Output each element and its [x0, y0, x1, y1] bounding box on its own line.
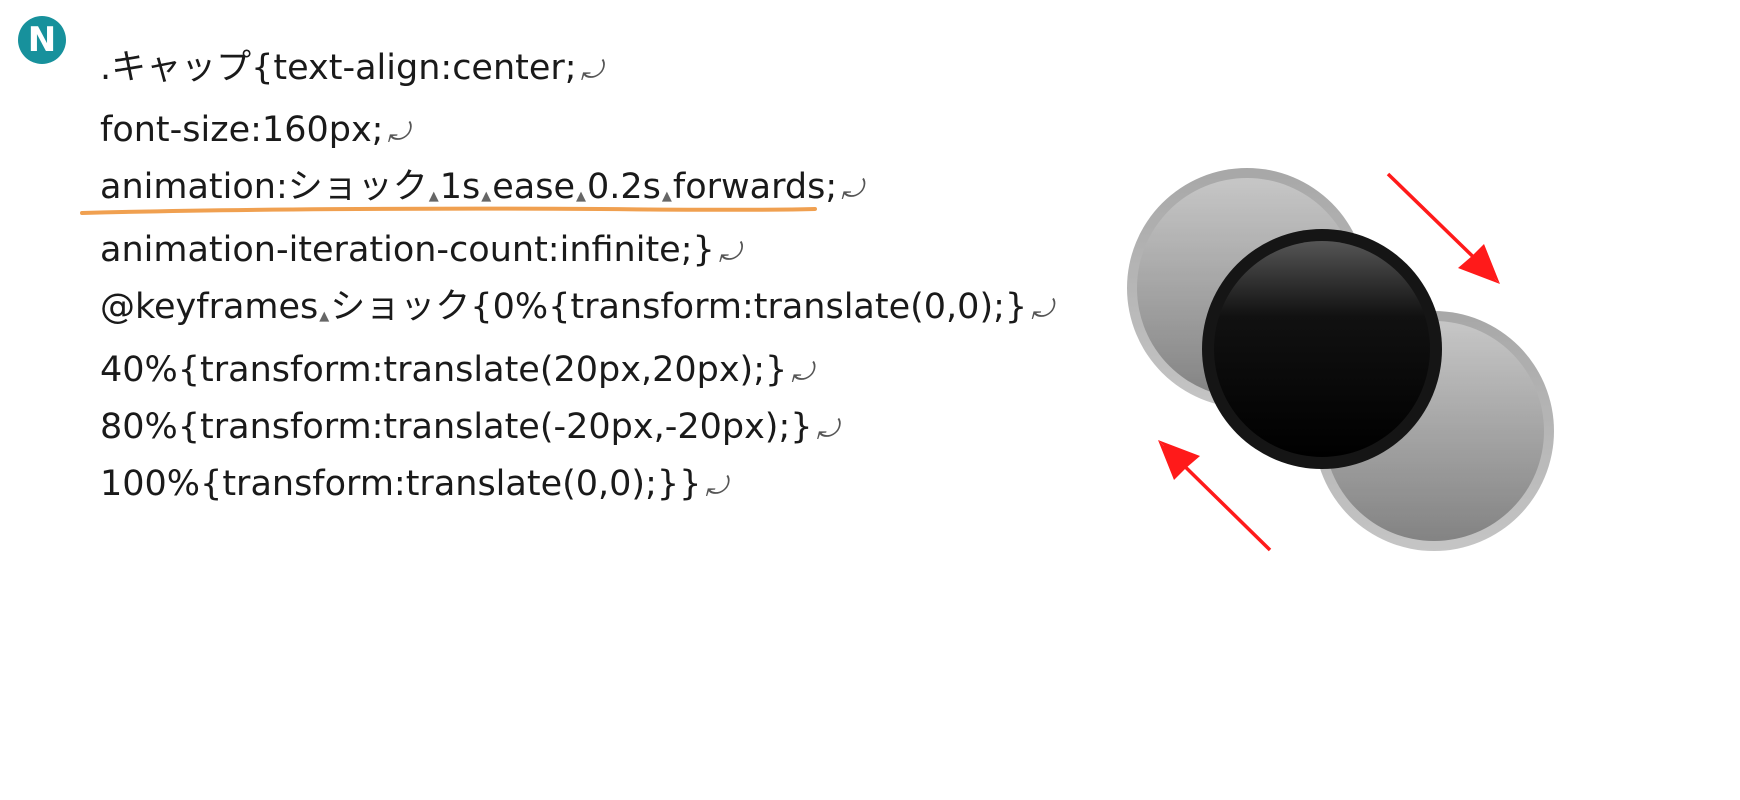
underline-stroke: [80, 206, 817, 215]
code-text: .キャップ{text-align:center;: [100, 48, 577, 88]
code-text: font-size:160px;: [100, 110, 384, 150]
circle-position-center: [1202, 229, 1442, 469]
app-logo: N: [18, 16, 66, 64]
return-mark-icon: ⤾: [718, 238, 741, 268]
arrow-down-right-icon: [1386, 172, 1500, 284]
code-line: 40%{transform:translate(20px,20px);}⤾: [100, 350, 813, 390]
space-mark-icon: ▲: [661, 189, 672, 204]
code-text: ショック{0%{transform:translate(0,0);}: [330, 287, 1028, 327]
code-line: @keyframes▲ショック{0%{transform:translate(0…: [100, 287, 1053, 327]
return-mark-icon: ⤾: [816, 415, 839, 445]
space-mark-icon: ▲: [576, 189, 586, 204]
return-mark-icon: ⤾: [1031, 295, 1053, 325]
code-text: 100%{transform:translate(0,0);}}: [100, 464, 702, 504]
space-mark-icon: ▲: [481, 189, 492, 204]
arrow-up-left-icon: [1158, 440, 1272, 552]
highlight-underline: [80, 206, 817, 215]
code-line: animation:ショック▲1s▲ease▲0.2s▲forwards;⤾: [100, 167, 863, 207]
return-mark-icon: ⤾: [705, 472, 728, 502]
return-mark-icon: ⤾: [387, 118, 410, 148]
code-text: ease: [492, 167, 575, 207]
code-text: 1s: [439, 167, 481, 207]
logo-letter: N: [27, 20, 57, 60]
return-mark-icon: ⤾: [791, 358, 813, 388]
code-line: .キャップ{text-align:center;⤾: [100, 48, 602, 88]
code-line: animation-iteration-count:infinite;}⤾: [100, 230, 740, 270]
code-text: 80%{transform:translate(-20px,-20px);}: [100, 407, 813, 447]
shake-animation-illustration: [1127, 168, 1554, 552]
code-text: @keyframes: [100, 287, 319, 327]
code-text: animation-iteration-count:infinite;}: [100, 230, 715, 270]
return-mark-icon: ⤾: [580, 56, 603, 86]
space-mark-icon: ▲: [428, 189, 439, 204]
code-text: forwards;: [672, 167, 838, 207]
code-text: animation:ショック: [100, 167, 428, 207]
code-text: 0.2s: [587, 167, 661, 207]
return-mark-icon: ⤾: [841, 175, 863, 205]
code-line: 100%{transform:translate(0,0);}}⤾: [100, 464, 727, 504]
code-line: font-size:160px;⤾: [100, 110, 409, 150]
space-mark-icon: ▲: [319, 309, 330, 324]
code-line: 80%{transform:translate(-20px,-20px);}⤾: [100, 407, 838, 447]
code-text: 40%{transform:translate(20px,20px);}: [100, 350, 788, 390]
